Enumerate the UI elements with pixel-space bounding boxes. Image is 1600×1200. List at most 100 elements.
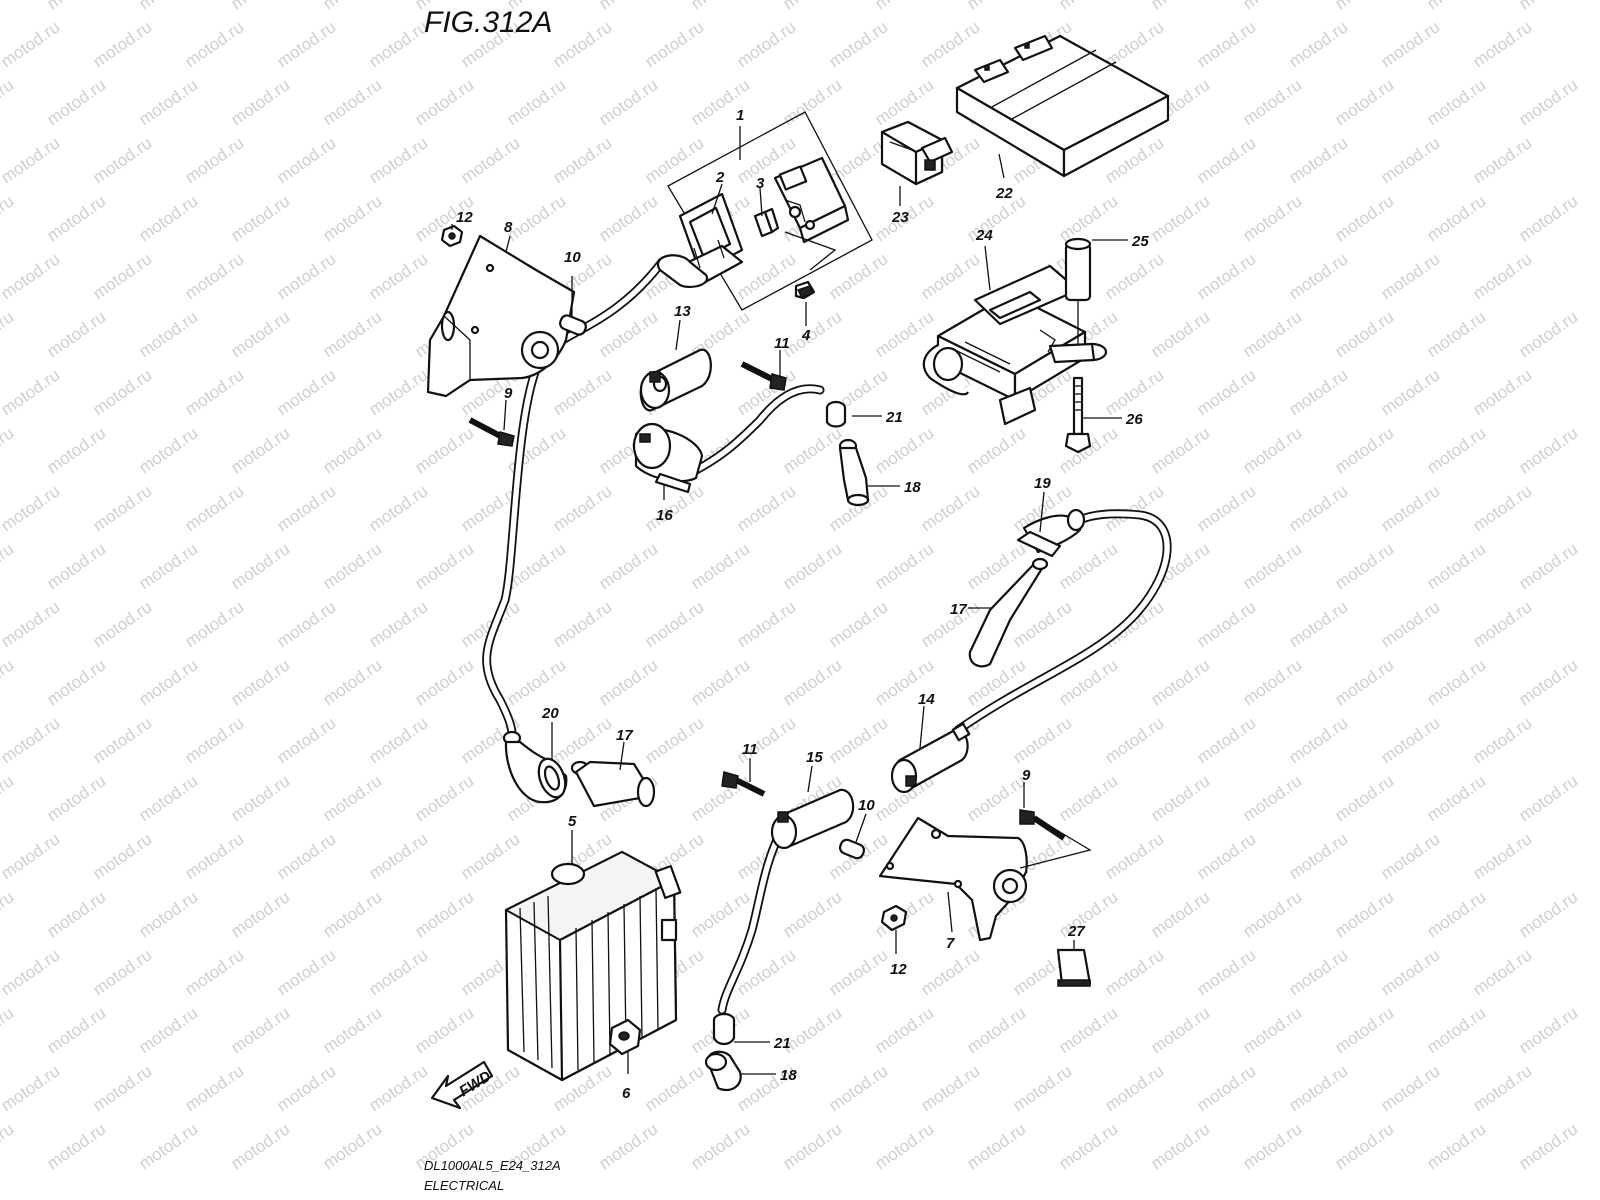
watermark-text: motod.ru	[503, 191, 569, 245]
watermark-text: motod.ru	[1055, 771, 1121, 825]
watermark-text: motod.ru	[1239, 1119, 1305, 1173]
watermark-text: motod.ru	[273, 133, 339, 187]
watermark-text: motod.ru	[319, 75, 385, 129]
watermark-text: motod.ru	[917, 945, 983, 999]
watermark-text: motod.ru	[779, 423, 845, 477]
watermark-text: motod.ru	[1377, 365, 1443, 419]
footer-section: ELECTRICAL	[424, 1178, 504, 1193]
watermark-text: motod.ru	[871, 75, 937, 129]
watermark-text: motod.ru	[641, 481, 707, 535]
connector-23	[880, 120, 954, 186]
watermark-text: motod.ru	[687, 0, 753, 13]
watermark-text: motod.ru	[181, 365, 247, 419]
nut-12-top	[440, 224, 464, 248]
watermark-text: motod.ru	[1515, 423, 1581, 477]
watermark-text: motod.ru	[1193, 1061, 1259, 1115]
ignition-coil-13	[639, 254, 712, 412]
callout-6: 6	[622, 1085, 631, 1102]
watermark-text: motod.ru	[1331, 539, 1397, 593]
watermark-text: motod.ru	[1147, 887, 1213, 941]
starter-relay-2	[674, 192, 744, 288]
watermark-text: motod.ru	[687, 887, 753, 941]
watermark-text: motod.ru	[273, 597, 339, 651]
watermark-text: motod.ru	[1469, 365, 1535, 419]
callout-8: 8	[504, 219, 513, 236]
watermark-text: motod.ru	[89, 945, 155, 999]
callout-17-right: 17	[950, 601, 967, 618]
watermark-text: motod.ru	[411, 75, 477, 129]
watermark-text: motod.ru	[963, 1119, 1029, 1173]
watermark-text: motod.ru	[733, 597, 799, 651]
watermark-text: motod.ru	[917, 17, 983, 71]
watermark-text: motod.ru	[273, 365, 339, 419]
callout-24: 24	[975, 227, 993, 244]
watermark-text: motod.ru	[1469, 829, 1535, 883]
watermark-text: motod.ru	[1377, 133, 1443, 187]
watermark-text: motod.ru	[1331, 1119, 1397, 1173]
watermark-text: motod.ru	[1423, 1003, 1489, 1057]
callout-12-top: 12	[456, 209, 473, 226]
callout-18-bottom: 18	[780, 1067, 797, 1084]
watermark-text: motod.ru	[135, 75, 201, 129]
watermark-text: motod.ru	[1469, 945, 1535, 999]
watermark-text: motod.ru	[1101, 17, 1167, 71]
watermark-text: motod.ru	[1101, 945, 1167, 999]
watermark-text: motod.ru	[641, 597, 707, 651]
watermark-text: motod.ru	[1285, 481, 1351, 535]
watermark-text: motod.ru	[0, 713, 63, 767]
watermark-text: motod.ru	[733, 481, 799, 535]
callout-4: 4	[801, 327, 811, 344]
watermark-text: motod.ru	[411, 887, 477, 941]
watermark-text: motod.ru	[779, 655, 845, 709]
callout-20: 20	[541, 705, 559, 722]
watermark-text: motod.ru	[687, 771, 753, 825]
watermark-text: motod.ru	[319, 423, 385, 477]
watermark-text: motod.ru	[1147, 771, 1213, 825]
watermark-text: motod.ru	[135, 423, 201, 477]
watermark-text: motod.ru	[319, 191, 385, 245]
watermark-text: motod.ru	[89, 249, 155, 303]
watermark-text: motod.ru	[1377, 481, 1443, 535]
watermark-text: motod.ru	[1193, 713, 1259, 767]
watermark-text: motod.ru	[1515, 887, 1581, 941]
callout-27: 27	[1067, 923, 1085, 940]
watermark-text: motod.ru	[1515, 1119, 1581, 1173]
watermark-text: motod.ru	[1239, 75, 1305, 129]
watermark-text: motod.ru	[89, 17, 155, 71]
watermark-text: motod.ru	[273, 481, 339, 535]
watermark-text: motod.ru	[1055, 1003, 1121, 1057]
watermark-text: motod.ru	[319, 771, 385, 825]
watermark-text: motod.ru	[779, 1119, 845, 1173]
watermark-text: motod.ru	[0, 423, 17, 477]
watermark-text: motod.ru	[43, 307, 109, 361]
callout-10-bottom: 10	[858, 797, 875, 814]
watermark-text: motod.ru	[641, 1061, 707, 1115]
watermark-text: motod.ru	[135, 307, 201, 361]
watermark-text: motod.ru	[365, 249, 431, 303]
watermark-text: motod.ru	[273, 249, 339, 303]
watermark-text: motod.ru	[1193, 17, 1259, 71]
callout-17-left: 17	[616, 727, 633, 744]
watermark-text: motod.ru	[43, 771, 109, 825]
watermark-text: motod.ru	[181, 597, 247, 651]
callout-13: 13	[674, 303, 691, 320]
watermark-text: motod.ru	[0, 249, 63, 303]
watermark-text: motod.ru	[227, 191, 293, 245]
watermark-text: motod.ru	[0, 655, 17, 709]
watermark-text: motod.ru	[0, 75, 17, 129]
watermark-text: motod.ru	[135, 0, 201, 13]
callout-5: 5	[568, 813, 577, 830]
watermark-text: motod.ru	[411, 771, 477, 825]
relay-block	[773, 156, 850, 244]
watermark-text: motod.ru	[319, 655, 385, 709]
watermark-text: motod.ru	[1101, 713, 1167, 767]
watermark-text: motod.ru	[1285, 133, 1351, 187]
watermark-text: motod.ru	[227, 539, 293, 593]
watermark-text: motod.ru	[1515, 539, 1581, 593]
watermark-text: motod.ru	[503, 655, 569, 709]
watermark-text: motod.ru	[1285, 249, 1351, 303]
watermark-text: motod.ru	[365, 945, 431, 999]
watermark-text: motod.ru	[181, 829, 247, 883]
watermark-text: motod.ru	[1101, 1061, 1167, 1115]
callout-18-top: 18	[904, 479, 921, 496]
